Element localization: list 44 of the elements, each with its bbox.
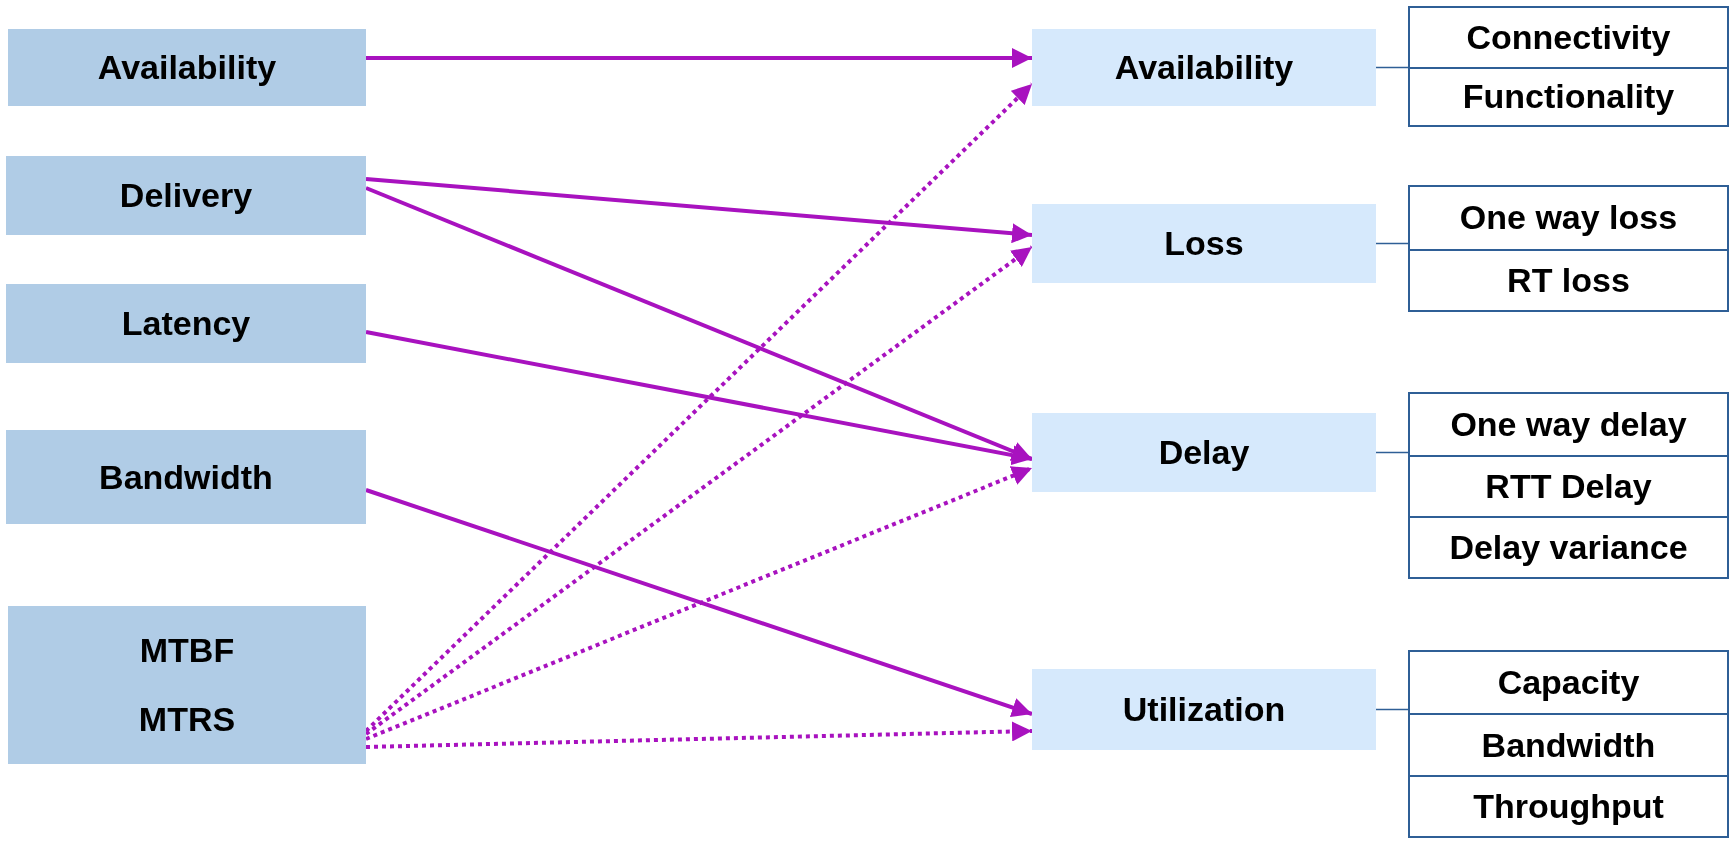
label-text: Functionality [1462,76,1675,118]
label-text: Availability [97,47,277,88]
category-box [1032,669,1376,750]
metric-table [1408,185,1729,312]
label-text: Bandwidth [1481,724,1656,766]
label-text: MTRS [138,699,236,740]
arrow [365,330,1033,466]
arrow [365,466,1033,741]
metric-table [1408,392,1729,579]
source-box [6,430,366,524]
arrow [365,721,1033,749]
metric-table [1408,6,1729,127]
source-box [8,29,366,106]
category-box [1032,204,1376,283]
label-text: Latency [121,303,251,344]
connector-line [1375,66,1409,69]
connector-line [1375,451,1409,454]
label-text: Delay variance [1449,527,1688,568]
source-box [6,284,366,363]
label-text: Loss [1164,223,1244,264]
category-box [1032,29,1376,106]
label-text: RTT Delay [1485,466,1652,507]
arrow [365,186,1033,461]
label-text: Delivery [119,175,253,216]
label-text: Delay [1158,432,1250,473]
label-text: One way delay [1450,404,1687,445]
label-text: Bandwidth [99,456,273,498]
arrow [365,177,1033,244]
label-text: MTBF [139,630,235,671]
label-text: Utilization [1122,689,1286,730]
arrow [365,488,1033,718]
connector-line [1375,708,1409,711]
label-text: RT loss [1507,259,1630,301]
arrow [366,48,1032,68]
source-box [6,156,366,235]
label-text: One way loss [1459,197,1678,239]
label-text: Throughput [1473,785,1664,827]
source-box [8,606,366,764]
label-text: Capacity [1497,662,1640,704]
label-text: Connectivity [1466,16,1671,58]
connector-line [1375,242,1409,245]
metric-table [1408,650,1729,838]
label-text: Availability [1114,47,1294,88]
category-box [1032,413,1376,492]
